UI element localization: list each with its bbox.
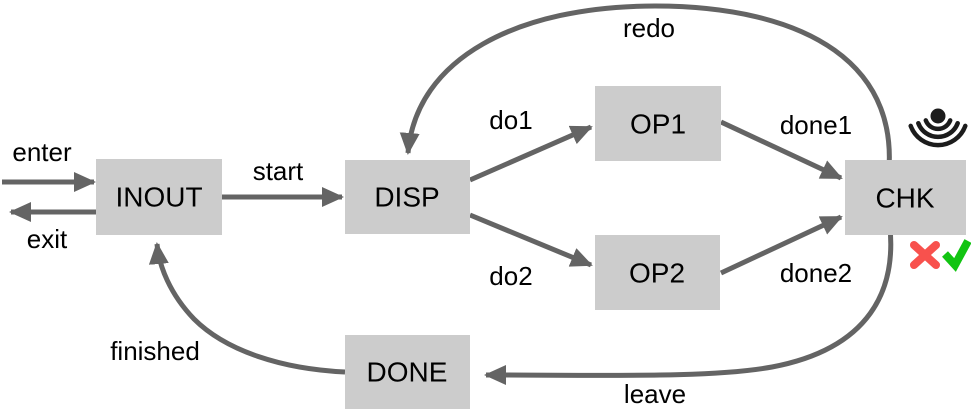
edge-exit-label: exit — [27, 224, 68, 254]
cross-icon — [910, 241, 940, 269]
edge-finished-arrow — [148, 242, 346, 375]
node-chk-label: CHK — [875, 183, 934, 214]
edge-start-label: start — [253, 156, 304, 186]
node-done-box — [345, 335, 470, 409]
node-disp-box — [345, 160, 470, 234]
edge-do1-label: do1 — [489, 105, 532, 135]
edge-done1-label: done1 — [780, 110, 852, 140]
node-chk-box — [845, 160, 966, 235]
edge-enter-label: enter — [12, 137, 72, 167]
edge-do2-label: do2 — [489, 261, 532, 291]
edge-leave-label: leave — [624, 379, 686, 409]
node-op2-box — [595, 235, 720, 310]
edges-layer — [2, 3, 894, 386]
edge-done1-arrow — [719, 119, 843, 181]
edge-redo-label: redo — [623, 13, 675, 43]
check-icon — [942, 239, 971, 272]
nodes-layer: INOUT DISP OP1 OP2 CHK DONE — [96, 86, 966, 409]
edge-done2-arrow — [719, 214, 843, 276]
node-op1-box — [595, 86, 721, 161]
node-op1: OP1 — [595, 86, 721, 161]
edge-finished-label: finished — [110, 336, 200, 366]
edge-leave-arrow — [484, 201, 894, 386]
node-inout-label: INOUT — [115, 182, 202, 213]
node-disp: DISP — [345, 160, 470, 234]
node-op1-label: OP1 — [630, 109, 686, 140]
edge-do2-arrow — [469, 212, 593, 268]
node-op2: OP2 — [595, 235, 720, 310]
signal-icon — [908, 108, 968, 148]
node-inout: INOUT — [96, 159, 222, 235]
node-disp-label: DISP — [374, 182, 439, 213]
edge-redo-arrow — [399, 3, 892, 193]
edge-done2-label: done2 — [780, 258, 852, 288]
node-chk: CHK — [845, 160, 966, 235]
node-done: DONE — [345, 335, 470, 409]
edge-labels-layer: enter exit start do1 do2 done1 done2 red… — [12, 13, 852, 409]
edge-do1-arrow — [468, 124, 593, 183]
node-op2-label: OP2 — [629, 258, 685, 289]
node-inout-box — [96, 159, 222, 235]
node-done-label: DONE — [367, 357, 448, 388]
